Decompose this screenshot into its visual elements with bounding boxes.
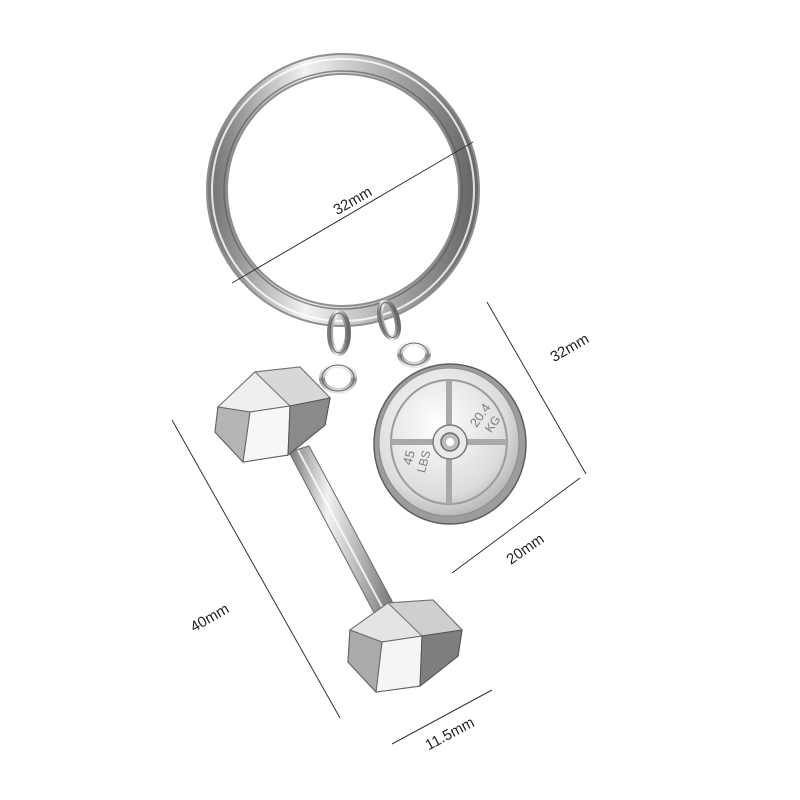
dumbbell-width-dimension: 11.5mm xyxy=(391,689,493,754)
plate-lbs-unit: LBS xyxy=(414,449,433,475)
jump-rings xyxy=(319,299,431,394)
dumbbell-length-label: 40mm xyxy=(187,600,232,636)
plate-height-label: 32mm xyxy=(547,330,592,366)
ring-diameter-label: 32mm xyxy=(330,183,375,219)
plate-lbs-mark: 45 LBS xyxy=(400,449,434,475)
dumbbell-charm xyxy=(214,366,464,694)
plate-height-line xyxy=(486,301,587,475)
weight-plate-charm: 45 LBS 20.4 KG xyxy=(373,363,527,525)
dumbbell-width-label: 11.5mm xyxy=(422,714,477,754)
plate-kg-mark: 20.4 KG xyxy=(467,400,504,435)
dumbbell-length-line xyxy=(171,419,341,719)
plate-width-line xyxy=(451,477,581,574)
dumbbell-bottom-weight xyxy=(347,599,464,694)
dumbbell-width-line xyxy=(391,689,493,745)
dumbbell-top-weight xyxy=(214,366,331,464)
key-ring xyxy=(206,53,480,327)
plate-width-label: 20mm xyxy=(503,530,547,568)
plate-lbs-value: 45 xyxy=(400,449,418,467)
ring-diameter-line xyxy=(231,141,474,284)
